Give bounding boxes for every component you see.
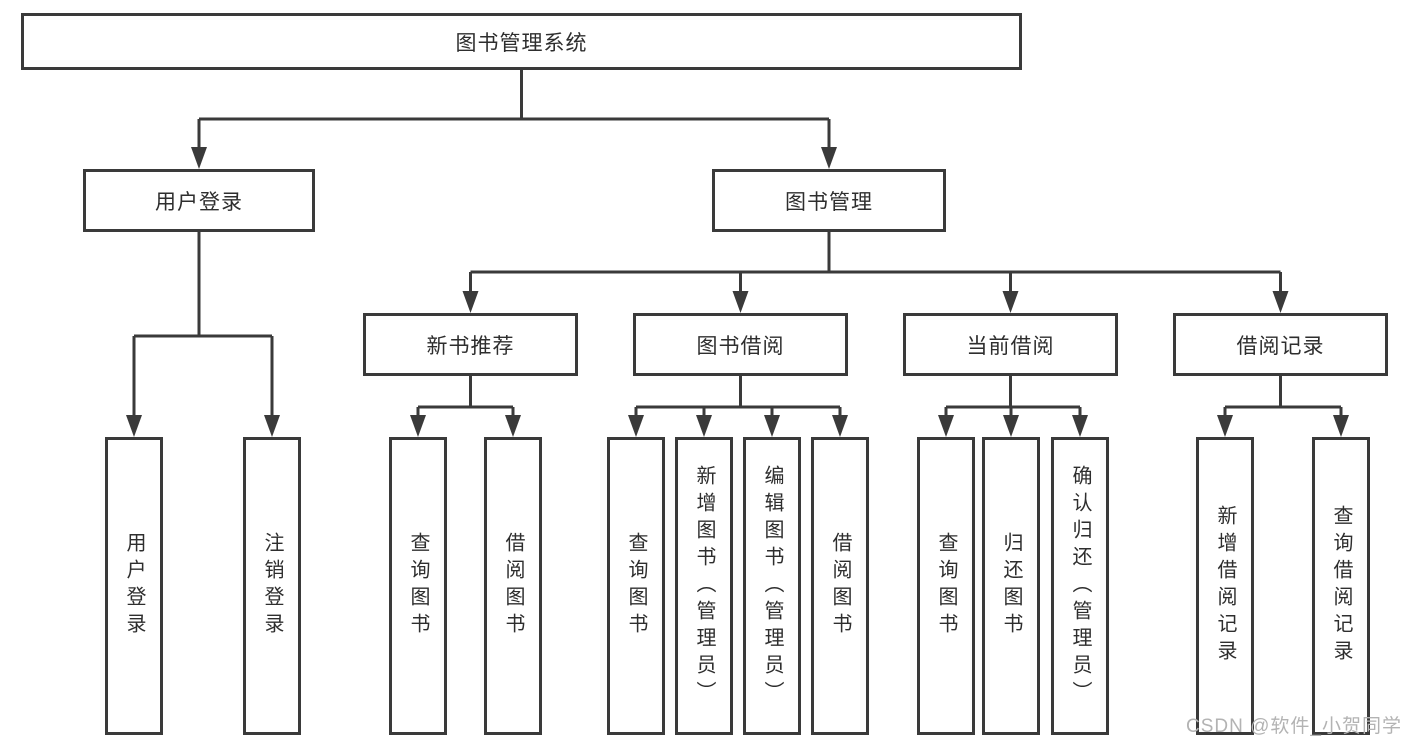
leaf-logout: 注销登录	[243, 437, 301, 735]
leaf-confirm-return-admin: 确认归还（管理员）	[1051, 437, 1109, 735]
node-book-management: 图书管理	[712, 169, 946, 232]
leaf-borrow-books-1: 借阅图书	[484, 437, 542, 735]
csdn-watermark: CSDN @软件_小贺同学	[1186, 716, 1402, 737]
leaf-query-borrow-record: 查询借阅记录	[1312, 437, 1370, 735]
leaf-add-borrow-record: 新增借阅记录	[1196, 437, 1254, 735]
arrowheads	[126, 147, 1349, 437]
node-user-login: 用户登录	[83, 169, 315, 232]
leaf-borrow-books-2: 借阅图书	[811, 437, 869, 735]
leaf-query-books-3: 查询图书	[917, 437, 975, 735]
node-root: 图书管理系统	[21, 13, 1022, 70]
leaf-edit-book-admin: 编辑图书（管理员）	[743, 437, 801, 735]
connector-paths	[132, 70, 1343, 421]
leaf-return-books: 归还图书	[982, 437, 1040, 735]
leaf-query-books-2: 查询图书	[607, 437, 665, 735]
leaf-add-book-admin: 新增图书（管理员）	[675, 437, 733, 735]
node-borrowing-records: 借阅记录	[1173, 313, 1388, 376]
leaf-user-login: 用户登录	[105, 437, 163, 735]
node-new-book-recommend: 新书推荐	[363, 313, 578, 376]
node-book-borrowing: 图书借阅	[633, 313, 848, 376]
node-current-borrowing: 当前借阅	[903, 313, 1118, 376]
leaf-query-books-1: 查询图书	[389, 437, 447, 735]
